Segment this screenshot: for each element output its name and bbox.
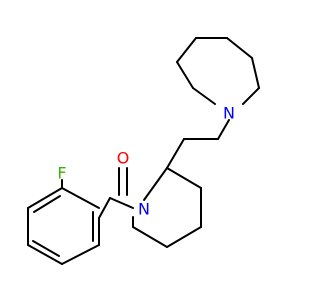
azepane-ring	[176, 37, 260, 105]
molecule-structure: N N O F	[27, 37, 260, 265]
bond	[109, 197, 134, 209]
bond	[226, 37, 253, 59]
bond	[176, 37, 197, 63]
bond	[98, 197, 111, 219]
fluorine-atom-label: F	[57, 164, 66, 183]
fluorophenyl-ring	[27, 179, 111, 265]
nitrogen-atom-label: N	[138, 200, 150, 219]
bond	[33, 195, 61, 213]
bond	[27, 244, 63, 265]
nitrogen-atom-label: N	[223, 104, 235, 123]
bond	[166, 226, 202, 248]
piperidine-ring	[132, 167, 202, 248]
carbonyl-group	[109, 167, 134, 209]
bond	[166, 167, 202, 189]
ethyl-linker	[166, 119, 230, 169]
bond	[61, 244, 100, 265]
bond	[32, 240, 60, 257]
bond	[242, 87, 260, 105]
bond	[176, 61, 194, 89]
bond	[27, 187, 63, 209]
bond	[192, 87, 216, 105]
bond	[251, 57, 260, 89]
oxygen-atom-label: O	[117, 149, 130, 168]
bond	[61, 187, 100, 209]
bond	[166, 138, 185, 169]
bond	[217, 119, 230, 140]
bond	[132, 226, 168, 248]
bond	[143, 167, 168, 201]
